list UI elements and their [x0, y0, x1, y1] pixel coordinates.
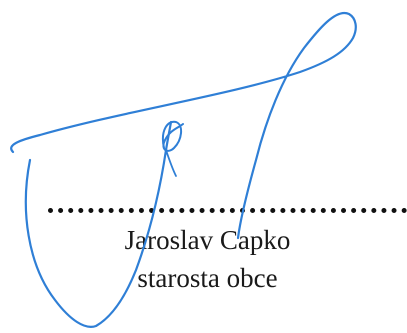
signature-stroke [165, 149, 177, 177]
signature-stroke [162, 120, 184, 152]
signature-line [48, 208, 407, 213]
signer-title: starosta obce [137, 263, 278, 293]
signer-name: Jaroslav Capko [124, 225, 291, 255]
signature-stroke [10, 11, 357, 240]
